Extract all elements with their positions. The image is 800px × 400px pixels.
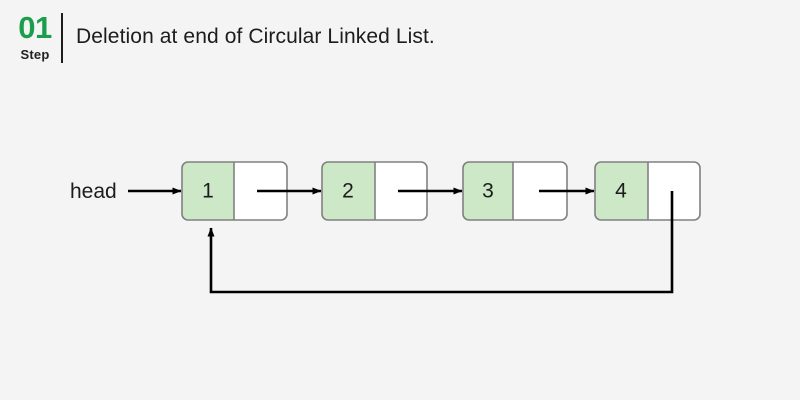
step-number: 01: [18, 10, 52, 45]
node-3-value: 3: [482, 180, 494, 203]
node-1-data-cell: [182, 162, 234, 220]
node-3-data-cell: [463, 162, 513, 220]
page-header: 01 Step Deletion at end of Circular Link…: [0, 0, 800, 80]
node-2-value: 2: [342, 180, 354, 203]
node-2-data-cell: [322, 162, 375, 220]
node-4-data-cell: [595, 162, 648, 220]
linked-list-diagram: head 1 2 3: [0, 80, 800, 400]
header-divider: [61, 13, 63, 63]
linked-list-svg: head 1 2 3: [70, 161, 701, 294]
list-node-1: 1: [181, 161, 288, 221]
page-title: Deletion at end of Circular Linked List.: [76, 25, 435, 48]
node-4-next-cell: [648, 162, 700, 220]
circular-back-link-4-to-1: [207, 191, 674, 294]
list-node-4: 4: [594, 161, 701, 221]
node-1-value: 1: [202, 180, 214, 203]
head-label: head: [70, 180, 117, 203]
node-4-value: 4: [615, 180, 627, 203]
step-label: Step: [20, 46, 50, 62]
step-badge: 01 Step: [12, 10, 58, 62]
